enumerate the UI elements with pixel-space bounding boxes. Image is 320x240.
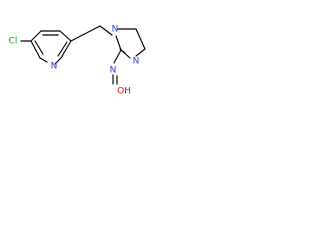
bond (135, 48, 146, 57)
bond (60, 40, 72, 59)
bond (54, 57, 62, 65)
molecule-drawing: Cl N N N N OH (9, 25, 146, 97)
hydroxyl-label: OH (117, 87, 131, 97)
bond (30, 40, 41, 59)
bond (57, 41, 68, 57)
pyridine-nitrogen-label: N (51, 62, 58, 72)
chlorine-atom-label: Cl (9, 37, 18, 47)
structure-canvas: Cl N N N N OH (0, 0, 186, 119)
bond (39, 57, 48, 63)
bond (34, 40, 44, 55)
bond (59, 30, 72, 42)
exocyclic-nitrogen-label: N (110, 66, 117, 76)
imidazoline-n1-label: N (112, 25, 119, 35)
bond (115, 35, 122, 51)
bond (113, 49, 122, 64)
bond (99, 25, 113, 36)
bond (70, 25, 101, 42)
imidazoline-n3-label: N (133, 57, 140, 67)
bond (135, 28, 146, 50)
bond (30, 30, 42, 42)
